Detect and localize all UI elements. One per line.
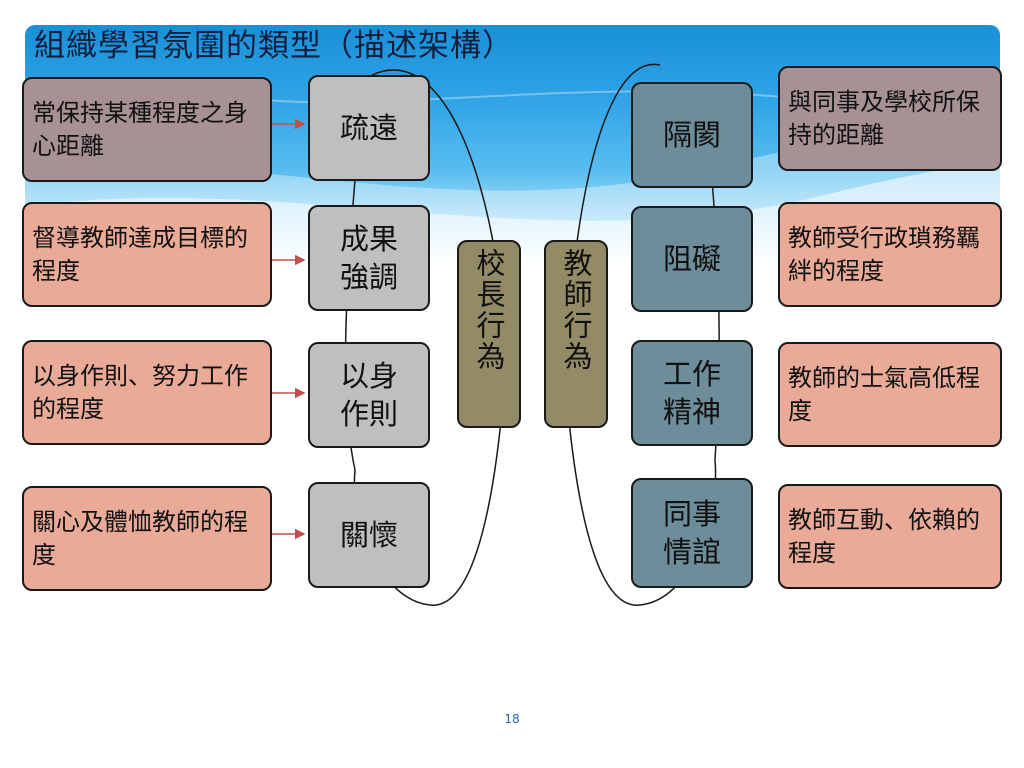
node-aloofness: 疏遠 [308,75,430,181]
page-number: 18 [504,712,520,726]
node-label: 疏遠 [339,111,398,145]
teacher-behavior-label: 教師行為 [544,240,608,428]
node-label: 隔閡 [662,118,721,152]
teacher-desc-esprit: 教師的士氣高低程度 [778,342,1002,447]
node-disengagement: 隔閡 [631,82,753,188]
teacher-desc-text: 教師的士氣高低程度 [788,363,980,425]
node-label: 成果強調 [339,222,398,294]
node-label: 工作精神 [662,357,721,429]
principal-desc-text: 常保持某種程度之身心距離 [32,98,248,160]
node-production-emphasis: 成果強調 [308,205,430,311]
teacher-desc-intimacy: 教師互動、依賴的程度 [778,484,1002,589]
node-thrust: 以身作則 [308,342,430,448]
principal-desc-outcome: 督導教師達成目標的程度 [22,202,272,307]
node-label: 阻礙 [662,242,721,276]
teacher-desc-text: 與同事及學校所保持的距離 [788,87,980,149]
principal-desc-text: 督導教師達成目標的程度 [32,223,248,285]
principal-desc-example: 以身作則、努力工作的程度 [22,340,272,445]
node-label: 關懷 [339,518,398,552]
principal-behavior-label: 校長行為 [457,240,521,428]
teacher-desc-hindrance: 教師受行政瑣務羈絆的程度 [778,202,1002,307]
principal-desc-distance: 常保持某種程度之身心距離 [22,77,272,182]
node-label: 以身作則 [339,359,398,431]
central-label-text: 校長行為 [472,248,506,372]
teacher-desc-text: 教師受行政瑣務羈絆的程度 [788,223,980,285]
principal-desc-text: 以身作則、努力工作的程度 [32,361,248,423]
page-title: 組織學習氛圍的類型（描述架構） [34,28,514,64]
teacher-desc-text: 教師互動、依賴的程度 [788,505,980,567]
node-label: 同事情誼 [662,497,721,569]
central-label-text: 教師行為 [559,248,593,372]
principal-desc-care: 關心及體恤教師的程度 [22,486,272,591]
principal-desc-text: 關心及體恤教師的程度 [32,507,248,569]
teacher-desc-disengagement: 與同事及學校所保持的距離 [778,66,1002,171]
node-hindrance: 阻礙 [631,206,753,312]
node-consideration: 關懷 [308,482,430,588]
node-intimacy: 同事情誼 [631,478,753,588]
node-esprit: 工作精神 [631,340,753,446]
